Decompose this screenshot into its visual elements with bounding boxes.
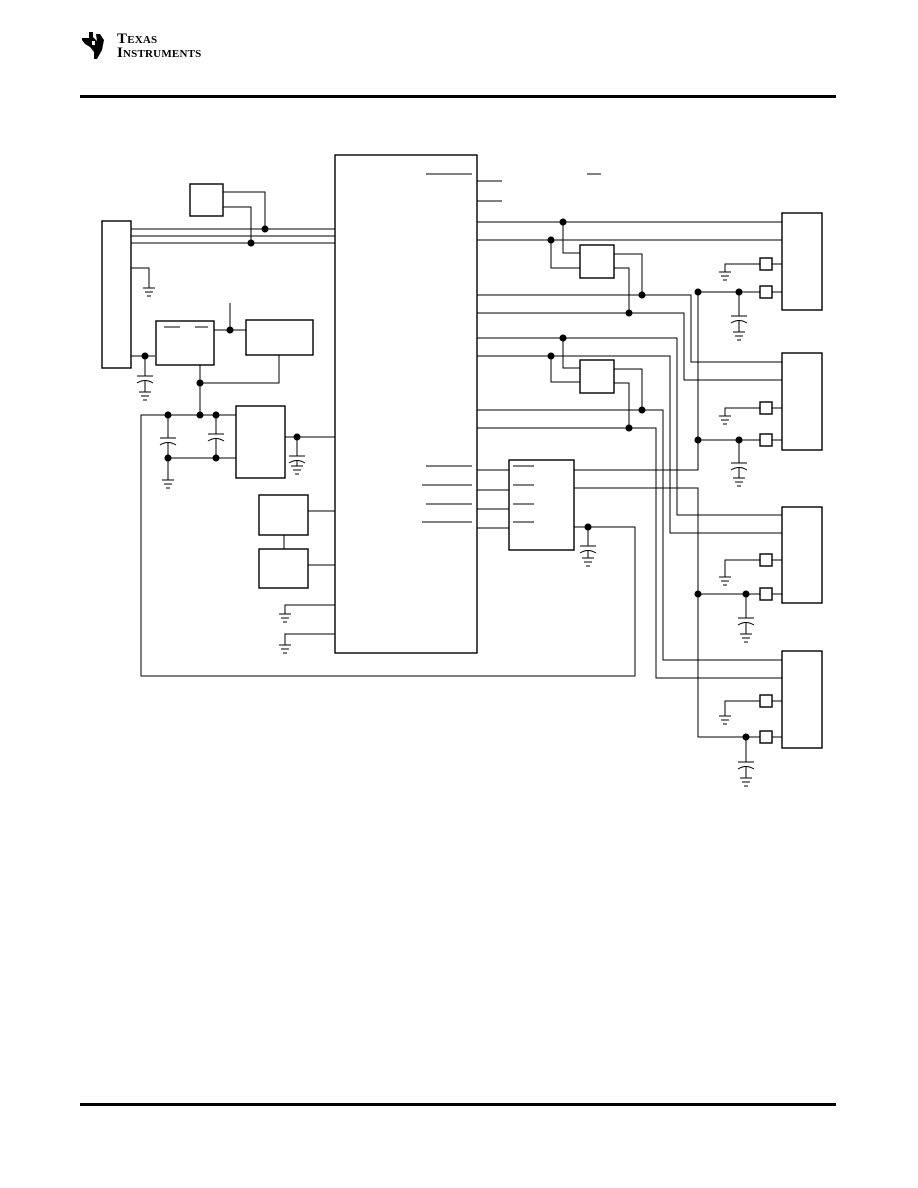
junction-dot [196,379,204,387]
module-box [245,319,314,356]
wire [562,338,580,369]
company-logo: Texas Instruments [80,28,230,62]
wire [477,294,782,363]
regulator-box [155,320,215,366]
small-component-box [189,183,224,217]
header-rule [80,95,836,98]
connector-module [719,506,823,643]
junction-dot [261,225,269,233]
junction-dot [212,454,220,462]
junction-dot [247,239,255,247]
company-name-line1: Texas [117,31,158,47]
ground-symbol [279,644,291,654]
transceiver-box [579,359,615,394]
wire [200,355,280,384]
transceiver-box [579,244,615,279]
capacitor-symbol [207,433,225,442]
wire [574,487,760,738]
ground-symbol [291,465,303,475]
connector-module [719,212,823,341]
wire [614,267,630,313]
wire [284,633,335,645]
wire [550,240,580,269]
capacitor-symbol [136,375,154,384]
ground-symbol [162,479,174,489]
wire [574,291,760,471]
left-connector-box [101,220,132,369]
junction-dot [164,454,172,462]
wire [223,206,252,243]
ground-symbol [582,557,594,567]
wire [131,267,150,288]
junction-dot [638,291,646,299]
footer-rule [80,1103,836,1106]
company-name-line2: Instruments [117,45,202,61]
wire [477,312,782,381]
wire [614,368,643,410]
ground-symbol [139,391,151,401]
wire [477,337,782,516]
component-box-upper [258,494,309,536]
junction-dot [226,326,234,334]
ground-symbol [143,287,155,297]
ti-state-logo-icon [82,32,104,59]
junction-dot [625,424,633,432]
component-box-lower [258,548,309,589]
junction-dot [694,590,702,598]
capacitor-symbol [159,437,177,446]
wire [550,356,580,383]
connector-module [719,352,823,487]
junction-dot [196,411,204,419]
junction-dot [638,406,646,414]
wire [614,382,630,428]
ground-symbol [279,613,291,623]
wire [477,427,782,679]
junction-dot [625,309,633,317]
interface-ic-box [508,459,575,551]
wire [223,191,266,229]
wire [562,222,580,254]
junction-dot [694,288,702,296]
wire [477,355,782,534]
capacitor-symbol [288,455,306,464]
wire [284,604,335,614]
wire [140,414,636,677]
junction-dot [694,436,702,444]
connector-module [719,650,823,787]
wire [477,409,782,661]
company-name: Texas Instruments [117,31,202,61]
main-ic-box [334,154,478,654]
power-ic-box [235,405,286,479]
capacitor-symbol [579,545,597,554]
wire [614,253,643,295]
